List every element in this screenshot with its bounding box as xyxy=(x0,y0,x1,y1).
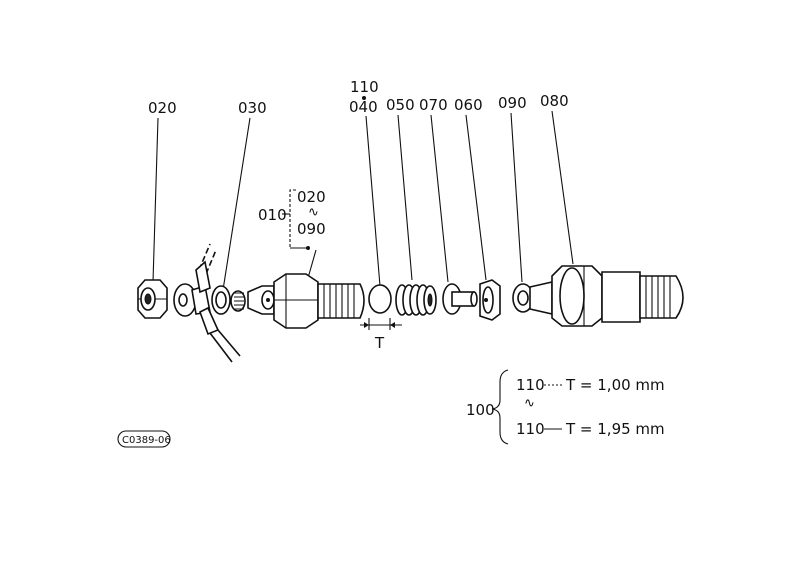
group-range-mark: ∿ xyxy=(308,205,319,220)
part-banjo-union xyxy=(173,243,241,363)
part-090-nozzle xyxy=(512,280,553,316)
dimension-t: T xyxy=(374,334,385,352)
part-030-washer xyxy=(211,285,246,315)
part-060-intermediate xyxy=(479,279,501,321)
part-050-spring xyxy=(395,284,437,316)
callout-090: 090 xyxy=(498,94,527,112)
callout-080: 080 xyxy=(540,92,569,110)
callout-dot xyxy=(362,96,366,100)
leader-lines xyxy=(152,110,574,291)
callout-110: 110 xyxy=(350,78,379,96)
shim-row1-part: 110 xyxy=(516,376,545,394)
group-label-010: 010 xyxy=(258,206,287,224)
group-bracket xyxy=(282,189,317,279)
shim-range-mark: ∿ xyxy=(524,396,535,411)
shim-bracket xyxy=(491,369,509,445)
part-040-shim xyxy=(360,284,402,330)
callout-060: 060 xyxy=(454,96,483,114)
callout-020: 020 xyxy=(148,99,177,117)
part-080-nozzle-nut xyxy=(551,265,684,327)
group-to-090: 090 xyxy=(297,220,326,238)
group-from-020: 020 xyxy=(297,188,326,206)
shim-row1-value: T = 1,00 mm xyxy=(565,376,665,394)
part-020-nut xyxy=(137,279,168,319)
callout-030: 030 xyxy=(238,99,267,117)
callout-070: 070 xyxy=(419,96,448,114)
shim-row2-value: T = 1,95 mm xyxy=(565,420,665,438)
callout-040: 040 xyxy=(349,98,378,116)
figure-code-badge xyxy=(117,430,171,448)
shim-row2-part: 110 xyxy=(516,420,545,438)
part-070-spring-seat xyxy=(442,283,478,315)
figure-code: C0389-06 xyxy=(122,435,171,446)
callout-050: 050 xyxy=(386,96,415,114)
part-010-holder-body xyxy=(247,273,365,329)
shim-group-100: 100 xyxy=(466,401,495,419)
